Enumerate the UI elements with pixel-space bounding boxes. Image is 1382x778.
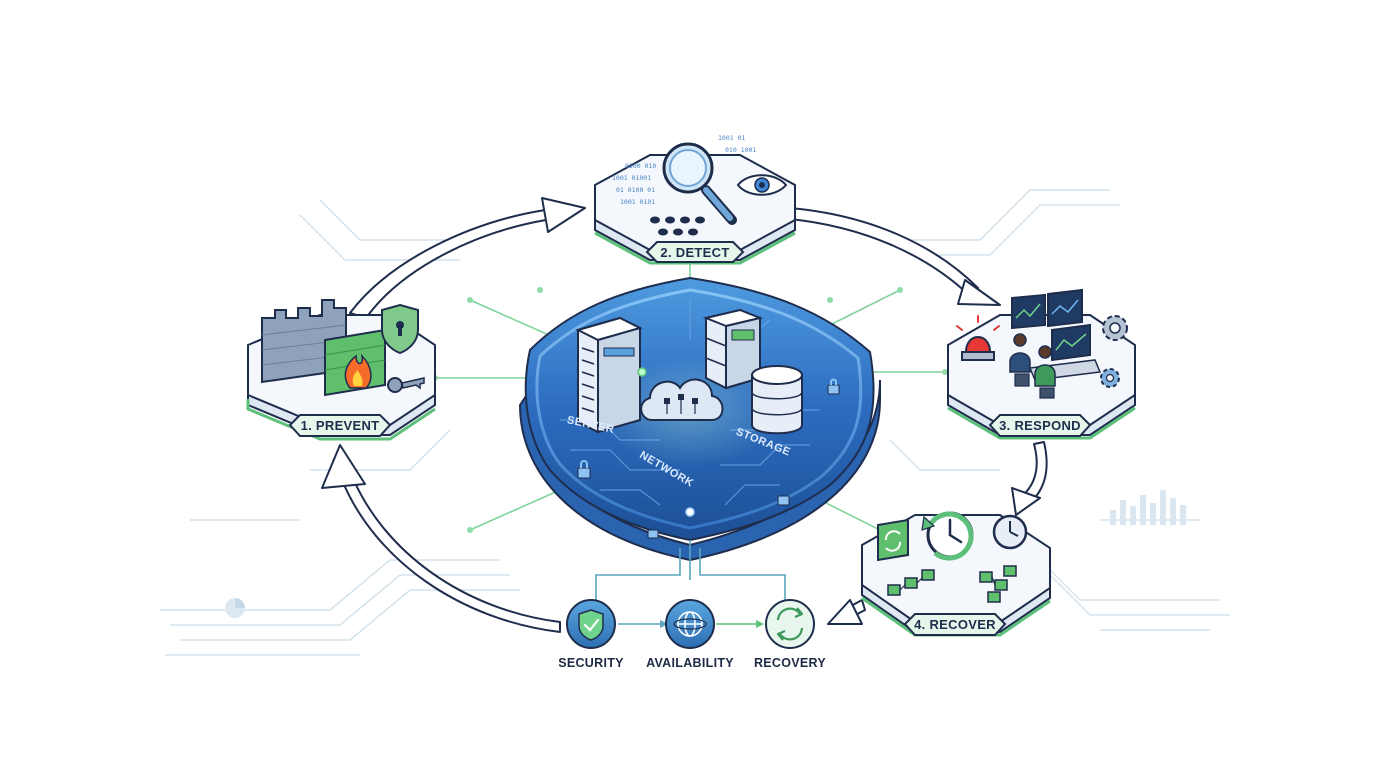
sync-tile-icon <box>877 518 909 562</box>
svg-text:010 1001: 010 1001 <box>725 146 756 154</box>
lock-icon <box>577 378 840 539</box>
svg-text:1001 01: 1001 01 <box>718 134 745 142</box>
refresh-icon <box>776 607 804 641</box>
history-clock-icon <box>921 511 974 561</box>
gear-icon <box>1100 315 1128 388</box>
recover-platform: 4. RECOVER <box>861 511 1051 637</box>
alarm-siren-icon <box>956 315 1000 361</box>
svg-text:1001 01001: 1001 01001 <box>612 174 651 182</box>
shield-lock-icon <box>381 303 419 355</box>
firewall-icon <box>324 328 386 397</box>
detect-platform: 1001 01001 01 0100 01 1001 0101 0100 010… <box>594 134 796 265</box>
connector-dots <box>432 287 948 543</box>
background-bar-chart <box>1110 490 1186 525</box>
shield-check-icon <box>578 609 604 641</box>
pillar-recovery: RECOVERY <box>754 599 826 670</box>
respond-platform: 3. RESPOND <box>947 288 1136 440</box>
recovery-label: RECOVERY <box>754 656 826 670</box>
monitor-wall-icon <box>1011 288 1091 362</box>
storage-rack-icon <box>702 308 764 390</box>
pillar-flow-arrows <box>618 620 764 628</box>
server-icon <box>575 316 643 434</box>
magnifying-glass-icon <box>662 142 737 225</box>
prevent-label: 1. PREVENT <box>301 418 380 433</box>
prevent-badge: 1. PREVENT <box>288 414 392 437</box>
network-cloud-icon <box>640 378 724 421</box>
clock-icon <box>992 514 1028 550</box>
cycle-arrows <box>321 197 1048 633</box>
svg-text:1001 0101: 1001 0101 <box>620 198 655 206</box>
availability-label: AVAILABILITY <box>646 656 734 670</box>
backup-blocks-icon <box>887 565 1017 603</box>
detect-label: 2. DETECT <box>660 245 729 260</box>
pillar-availability: AVAILABILITY <box>646 599 734 670</box>
globe-icon <box>673 611 707 637</box>
database-icon <box>751 365 803 435</box>
respond-badge: 3. RESPOND <box>988 414 1092 437</box>
keypad-icon <box>650 216 705 236</box>
operators-icon <box>1009 333 1102 399</box>
security-label: SECURITY <box>558 656 624 670</box>
svg-text:01 0100 01: 01 0100 01 <box>616 186 655 194</box>
respond-label: 3. RESPOND <box>999 418 1081 433</box>
arrow-respond-to-recover <box>1011 441 1048 516</box>
pillar-security: SECURITY <box>558 599 624 670</box>
binary-data-stream: 1001 01001 01 0100 01 1001 0101 0100 010… <box>612 134 756 206</box>
core-shield: SERVER NETWORK STORAGE <box>518 276 881 562</box>
recover-label: 4. RECOVER <box>914 617 996 632</box>
arrow-recover-to-pillars <box>827 599 866 625</box>
pillar-connectors <box>595 540 786 600</box>
recover-badge: 4. RECOVER <box>903 613 1007 636</box>
detect-badge: 2. DETECT <box>645 241 745 263</box>
background-pie-icon <box>225 598 245 618</box>
eye-icon <box>736 174 788 196</box>
arrow-detect-to-respond <box>789 207 1001 306</box>
arrow-prevent-to-detect <box>349 197 586 319</box>
key-icon <box>387 377 425 393</box>
arrow-bottom-to-prevent <box>321 444 561 633</box>
prevent-platform: 1. PREVENT <box>246 299 436 441</box>
svg-text:0100 010: 0100 010 <box>625 162 656 170</box>
